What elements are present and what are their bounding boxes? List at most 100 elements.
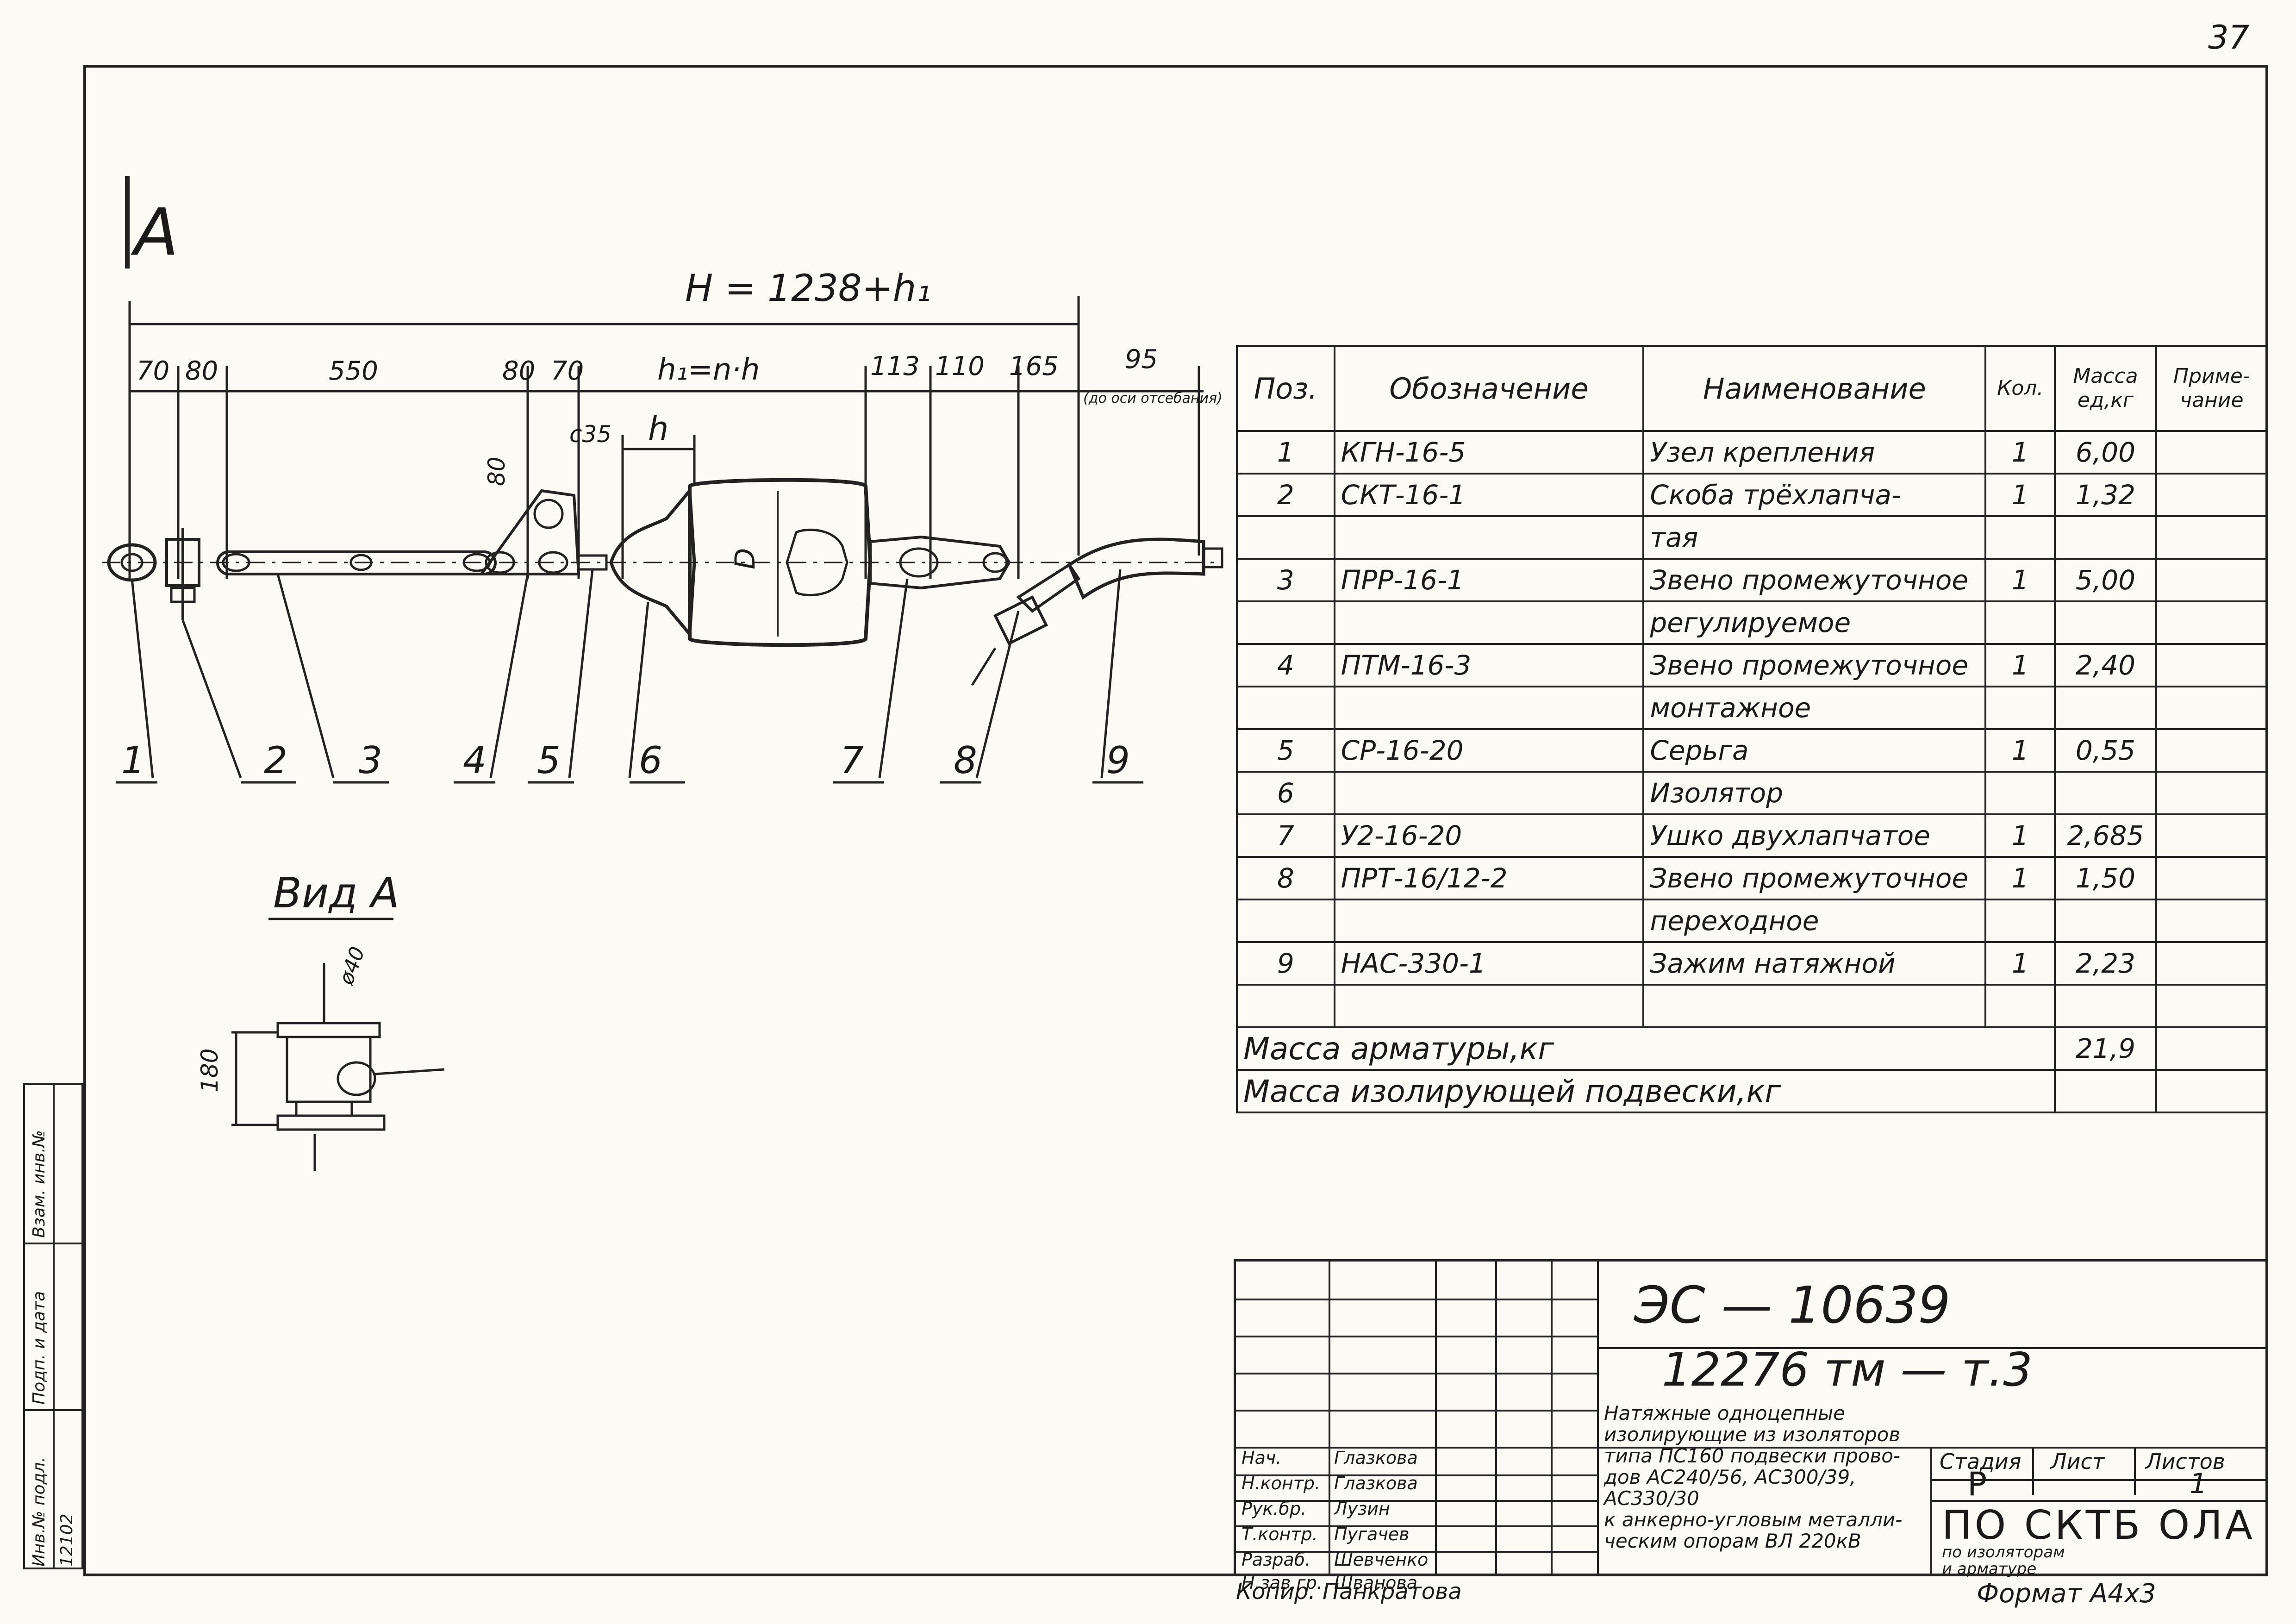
header-qty: Кол. — [1984, 345, 2056, 432]
organization-name: ПО СКТБ ОЛА — [1942, 1502, 2255, 1549]
cell-note — [2155, 728, 2269, 773]
cell-note — [2155, 856, 2269, 900]
cell-qty: 1 — [1984, 473, 2056, 517]
dim-h: h — [648, 410, 668, 448]
cell-pos: 8 — [1236, 856, 1335, 900]
callout-6: 6 — [639, 739, 662, 782]
cell-mass: 1,32 — [2054, 473, 2157, 517]
cell-pos — [1236, 686, 1335, 730]
cell-des — [1333, 686, 1645, 730]
cell-name: Скоба трёхлапча- — [1642, 473, 1987, 517]
cell-des: У2-16-20 — [1333, 813, 1645, 858]
sheets-header: Листов — [2146, 1449, 2225, 1474]
cell-pos: 3 — [1236, 558, 1335, 602]
margin-label-swap: Взам. инв.№ — [30, 1130, 49, 1238]
callout-3: 3 — [359, 739, 382, 782]
cell-name: Ушко двухлапчатое — [1642, 813, 1987, 858]
signature-role: Н.контр. — [1242, 1473, 1321, 1493]
dim-vertical-80: 80 — [483, 456, 510, 486]
cell-pos — [1236, 984, 1335, 1028]
cell-pos — [1236, 899, 1335, 943]
total-value: 21,9 — [2054, 1026, 2157, 1071]
header-designation: Обозначение — [1333, 345, 1645, 432]
view-a-dim-180: 180 — [196, 1049, 223, 1093]
cell-name: регулируемое — [1642, 600, 1987, 645]
cell-mass — [2054, 515, 2157, 560]
dim-550: 550 — [329, 356, 378, 386]
callout-4: 4 — [463, 739, 487, 782]
cell-qty: 1 — [1984, 643, 2056, 687]
cell-des — [1333, 515, 1645, 560]
cell-qty — [1984, 515, 2056, 560]
assembly-drawing: A H = 1238+h₁ 70 80 550 80 70 h₁=n·h 113… — [102, 176, 1223, 1171]
cell-qty: 1 — [1984, 856, 2056, 900]
cell-name: переходное — [1642, 899, 1987, 943]
callout-7: 7 — [840, 739, 864, 782]
cell-des: НАС-330-1 — [1333, 941, 1645, 986]
cell-qty: 1 — [1984, 728, 2056, 773]
cell-note — [2155, 899, 2269, 943]
dim-165: 165 — [1009, 351, 1059, 381]
cell-name: Изолятор — [1642, 771, 1987, 815]
dim-95-note: (до оси отсебания) — [1083, 390, 1223, 406]
organization-subtitle: по изоляторам и арматуре — [1942, 1543, 2065, 1578]
dim-D: D — [729, 548, 761, 569]
cell-note — [2155, 515, 2269, 560]
callout-2: 2 — [264, 739, 287, 782]
signature-role: Н.зав.гр. — [1242, 1573, 1323, 1593]
cell-mass: 2,685 — [2054, 813, 2157, 858]
total-note — [2155, 1026, 2269, 1071]
stage-value: Р — [1967, 1465, 1987, 1503]
table-row: 6 Изолятор — [1236, 771, 2269, 815]
cell-qty — [1984, 686, 2056, 730]
cell-note — [2155, 941, 2269, 986]
cell-pos: 9 — [1236, 941, 1335, 986]
cell-pos: 7 — [1236, 813, 1335, 858]
cell-des — [1333, 984, 1645, 1028]
view-a-dim-40: ø40 — [334, 943, 370, 988]
dim-95: 95 — [1125, 344, 1158, 375]
margin-stamp: Взам. инв.№ Подп. и дата Инв.№ подл. 121… — [23, 1083, 83, 1569]
signature-role: Рук.бр. — [1242, 1499, 1307, 1519]
cell-mass: 6,00 — [2054, 430, 2157, 475]
cell-des — [1333, 771, 1645, 815]
callout-5: 5 — [537, 739, 561, 782]
cell-qty — [1984, 984, 2056, 1028]
cell-pos: 2 — [1236, 473, 1335, 517]
title-block: ЭС — 10639 12276 тм — т.3 Натяжные одноц… — [1234, 1259, 2268, 1593]
signature-name: Лузин — [1334, 1499, 1390, 1519]
cell-qty: 1 — [1984, 941, 2056, 986]
view-a-label: Вид А — [273, 869, 399, 918]
cell-name: монтажное — [1642, 686, 1987, 730]
cell-name: Серьга — [1642, 728, 1987, 773]
cell-pos: 1 — [1236, 430, 1335, 475]
signature-name: Шевченко — [1334, 1549, 1429, 1570]
table-row: переходное — [1236, 899, 2269, 943]
dim-70b: 70 — [551, 356, 584, 386]
format-note: Формат А4х3 — [1977, 1579, 2156, 1609]
stage-header: Стадия — [1940, 1449, 2021, 1474]
dim-70a: 70 — [137, 356, 169, 386]
cell-mass — [2054, 984, 2157, 1028]
cell-pos: 6 — [1236, 771, 1335, 815]
cell-name: Звено промежуточное — [1642, 558, 1987, 602]
cell-name: тая — [1642, 515, 1987, 560]
cell-mass: 2,23 — [2054, 941, 2157, 986]
cell-qty: 1 — [1984, 558, 2056, 602]
margin-label-sign: Подп. и дата — [30, 1291, 49, 1405]
dim-113: 113 — [870, 351, 920, 381]
total-label: Масса изолирующей подвески,кг — [1235, 1069, 2056, 1113]
cell-des — [1333, 600, 1645, 645]
total-value — [2054, 1069, 2157, 1113]
cell-qty — [1984, 771, 2056, 815]
cell-note — [2155, 430, 2269, 475]
cell-note — [2155, 473, 2269, 517]
signature-name: Глазкова — [1334, 1473, 1418, 1493]
